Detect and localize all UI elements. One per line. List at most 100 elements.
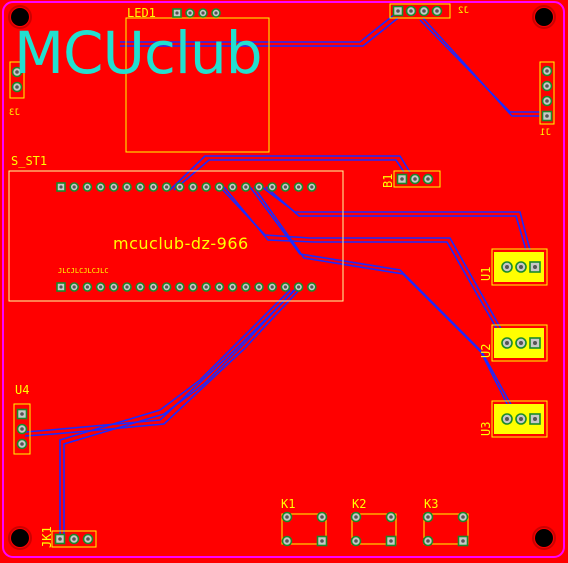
regulator-pad-hole (505, 265, 509, 269)
b1-outline (393, 170, 441, 188)
top-header-label: J2 (458, 6, 469, 16)
u4-pad-hole (20, 427, 24, 431)
lcd-bottom-pad-hole (270, 285, 274, 289)
lcd-bottom-pad-hole (244, 285, 248, 289)
regulator-pad-hole (533, 417, 537, 421)
b1-pad-hole (400, 177, 404, 181)
regulator-pad-hole (505, 417, 509, 421)
u2-outline (491, 324, 548, 362)
button-pad-hole (426, 539, 430, 543)
regulator-pad-hole (533, 341, 537, 345)
u4-pad-hole (20, 412, 24, 416)
regulator-pad-hole (519, 341, 523, 345)
lcd-outline (8, 170, 344, 302)
button-pad-hole (285, 539, 289, 543)
lcd-bottom-pad-hole (217, 285, 221, 289)
jk1-label: JK1 (40, 526, 54, 548)
k1-outline (281, 513, 327, 545)
regulator-pad-hole (519, 265, 523, 269)
led1-pad-hole (188, 11, 192, 15)
u4-outline (13, 403, 31, 455)
jk1-pad-hole (86, 537, 90, 541)
k3-label: K3 (424, 497, 439, 511)
b1-label: B1 (381, 173, 395, 188)
left-header-pad-hole (15, 70, 19, 74)
k3-outline (423, 513, 469, 545)
button-pad-hole (389, 539, 393, 543)
u3-outline (491, 400, 548, 438)
traces (24, 13, 540, 540)
lcd-top-pad-hole (165, 185, 169, 189)
top-header-outline (389, 3, 451, 19)
left-header-outline (9, 61, 25, 99)
u4-label: U4 (15, 383, 30, 397)
u3-label: U3 (479, 421, 493, 436)
lcd-bottom-pad-hole (125, 285, 129, 289)
button-pad-hole (320, 515, 324, 519)
right-header-pad-hole (545, 69, 549, 73)
lcd-top-pad-hole (138, 185, 142, 189)
lcd-top-pad-hole (244, 185, 248, 189)
lcd-bottom-pad-hole (138, 285, 142, 289)
silkscreen (8, 3, 555, 548)
right-header-pad-hole (545, 114, 549, 118)
lcd-top-pad-hole (231, 185, 235, 189)
lcd-bottom-pad-hole (283, 285, 287, 289)
left-header-pad-hole (15, 85, 19, 89)
lcd-top-pad-hole (72, 185, 76, 189)
lcd-top-pad-hole (270, 185, 274, 189)
lcd-top-pad-hole (178, 185, 182, 189)
lcd-bottom-pad-hole (231, 285, 235, 289)
led1-pad-hole (214, 11, 218, 15)
lcd-bottom-pad-hole (99, 285, 103, 289)
top-header-pad-hole (435, 9, 439, 13)
right-header-pad-hole (545, 99, 549, 103)
lcd-top-pad-hole (125, 185, 129, 189)
lcd-bottom-pad-hole (191, 285, 195, 289)
button-pad-hole (461, 539, 465, 543)
right-header-label: J1 (540, 128, 551, 138)
led1-outline (125, 17, 270, 153)
u2-label: U2 (479, 343, 493, 358)
lcd-bottom-pad-hole (151, 285, 155, 289)
lcd-top-pad-hole (204, 185, 208, 189)
lcd-bottom-pad-hole (257, 285, 261, 289)
button-pad-hole (461, 515, 465, 519)
regulator-pad-hole (533, 265, 537, 269)
led1-pad-hole (175, 11, 179, 15)
lcd-top-pad-hole (217, 185, 221, 189)
lcd-bottom-pad-hole (297, 285, 301, 289)
button-pad-hole (354, 515, 358, 519)
lcd-top-pad-hole (257, 185, 261, 189)
lcd-top-pad-hole (191, 185, 195, 189)
lcd-top-pad-hole (283, 185, 287, 189)
jk1-pad-hole (58, 537, 62, 541)
top-header-pad-hole (396, 9, 400, 13)
pads (11, 5, 553, 547)
lcd-pin-note: JLCJLCJLCJLC (58, 267, 109, 275)
mcuclub-logo: MCUclub (14, 19, 263, 87)
lcd-bottom-pad-hole (310, 285, 314, 289)
lcd-bottom-pad-hole (59, 285, 63, 289)
lcd-top-pad-hole (297, 185, 301, 189)
jk1-pad-hole (72, 537, 76, 541)
b1-pad-hole (413, 177, 417, 181)
led1-label: LED1 (127, 6, 156, 20)
button-pad-hole (426, 515, 430, 519)
button-pad-hole (389, 515, 393, 519)
lcd-top-pad-hole (310, 185, 314, 189)
u1-label: U1 (479, 266, 493, 281)
lcd-bottom-pad-hole (178, 285, 182, 289)
board-title: mcuclub-dz-966 (113, 234, 249, 253)
mounting-holes (8, 5, 556, 550)
u4-pad-hole (20, 442, 24, 446)
lcd-top-pad-hole (59, 185, 63, 189)
regulator-pad-hole (519, 417, 523, 421)
regulator-pad-hole (505, 341, 509, 345)
k2-outline (351, 513, 397, 545)
lcd-top-pad-hole (151, 185, 155, 189)
jk1-outline (51, 530, 97, 548)
lcd-bottom-pad-hole (204, 285, 208, 289)
